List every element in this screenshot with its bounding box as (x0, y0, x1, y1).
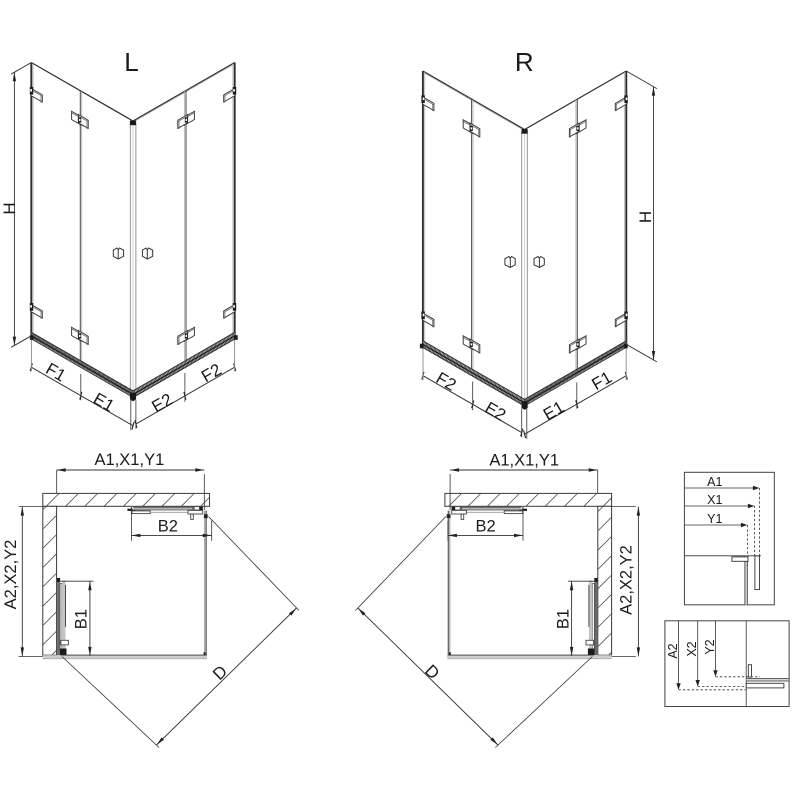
svg-text:B2: B2 (476, 518, 496, 536)
svg-text:Y2: Y2 (703, 639, 717, 654)
svg-text:E2: E2 (148, 390, 176, 417)
svg-text:H: H (636, 211, 655, 223)
svg-text:E1: E1 (90, 389, 118, 416)
svg-text:F2: F2 (433, 368, 460, 394)
svg-text:A1,X1,Y1: A1,X1,Y1 (489, 451, 559, 469)
svg-text:A1,X1,Y1: A1,X1,Y1 (95, 451, 165, 469)
svg-text:D: D (421, 661, 443, 683)
svg-text:Y1: Y1 (707, 512, 722, 526)
svg-text:A1: A1 (707, 475, 722, 489)
svg-text:B1: B1 (554, 609, 572, 629)
svg-text:A2,X2,Y2: A2,X2,Y2 (2, 540, 20, 610)
svg-text:L: L (124, 47, 138, 77)
svg-text:X2: X2 (685, 641, 699, 656)
svg-text:A2,X2,Y2: A2,X2,Y2 (617, 545, 635, 615)
svg-text:E2: E2 (482, 398, 510, 425)
svg-text:R: R (515, 47, 534, 77)
svg-text:B1: B1 (72, 609, 90, 629)
svg-text:X1: X1 (707, 493, 722, 507)
svg-text:H: H (0, 202, 19, 214)
svg-text:F2: F2 (198, 360, 225, 386)
svg-text:D: D (209, 662, 231, 684)
svg-text:A2: A2 (666, 643, 680, 658)
svg-text:F1: F1 (588, 368, 615, 394)
svg-text:F1: F1 (42, 359, 69, 385)
svg-text:E1: E1 (540, 397, 568, 424)
svg-text:B2: B2 (158, 518, 178, 536)
